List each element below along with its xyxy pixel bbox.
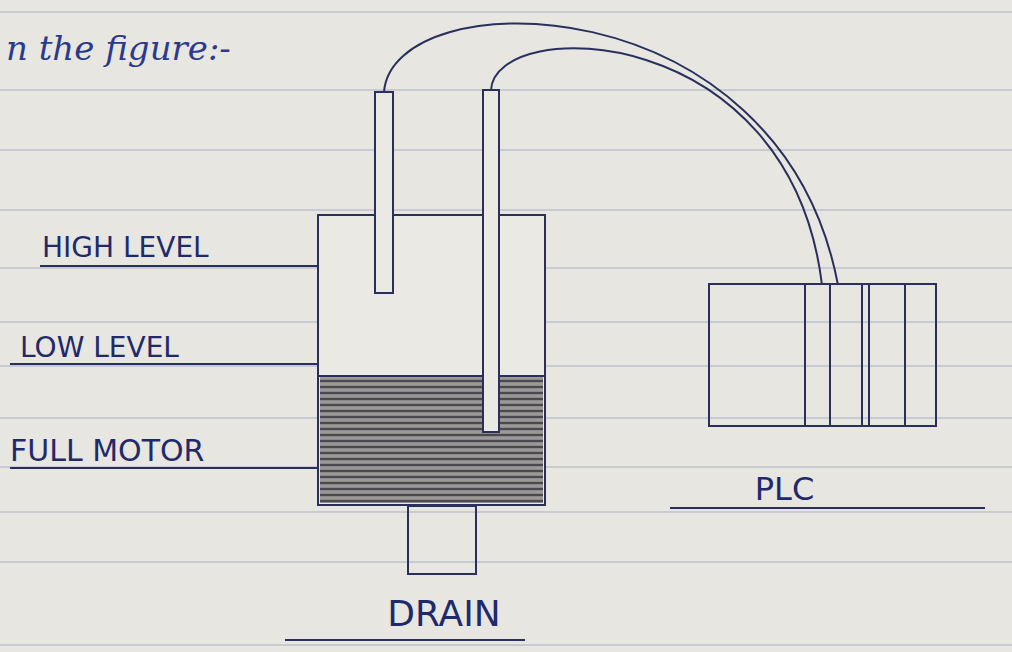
level-label: HIGH LEVEL <box>42 233 209 264</box>
terminal-divider <box>868 283 870 427</box>
probe-wire <box>491 48 822 285</box>
node-caption: PLC <box>670 472 899 507</box>
heading-note: n the figure:- <box>6 30 231 67</box>
terminal-divider <box>804 283 806 427</box>
water-surface <box>318 375 545 377</box>
probe-wire <box>384 23 838 285</box>
level-label: LOW LEVEL <box>20 333 179 364</box>
node-caption: DRAIN <box>344 594 544 634</box>
ruled-lines <box>0 12 1012 645</box>
leader-line <box>10 467 318 469</box>
underline <box>670 507 985 509</box>
drain-pipe: DRAIN <box>407 505 477 575</box>
tank <box>318 215 545 505</box>
leader-line <box>40 265 318 267</box>
low-level-probe <box>483 90 499 432</box>
terminal-divider <box>829 283 831 427</box>
level-label: FULL MOTOR <box>10 434 204 467</box>
underline <box>285 639 525 641</box>
terminal-divider <box>904 283 906 427</box>
plc-box: PLC <box>708 283 937 427</box>
high-level-probe <box>375 92 393 293</box>
terminal-divider <box>861 283 863 427</box>
water <box>320 377 543 503</box>
